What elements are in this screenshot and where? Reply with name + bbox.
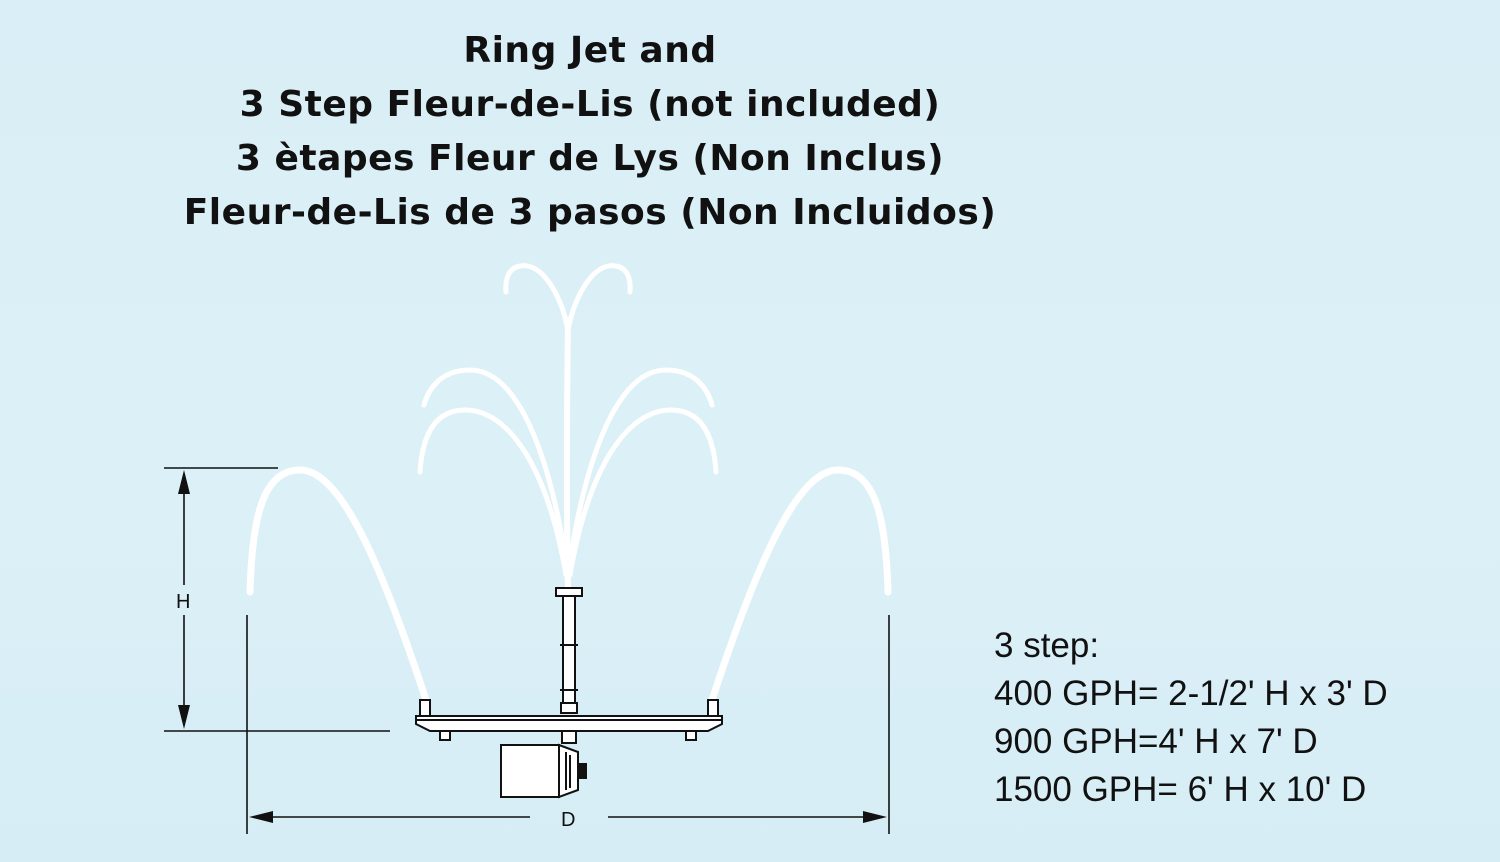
nozzle-head bbox=[555, 587, 583, 597]
diameter-label: D bbox=[561, 809, 575, 831]
diameter-dimension bbox=[246, 615, 890, 834]
spray-mid-upper-right bbox=[567, 367, 715, 563]
spec-row-1500: 1500 GPH= 6' H x 10' D bbox=[994, 770, 1367, 809]
spray-center-column bbox=[563, 317, 571, 591]
spray-outer-left bbox=[246, 466, 430, 704]
title-line-1: Ring Jet and bbox=[463, 30, 717, 71]
spec-row-400: 400 GPH= 2-1/2' H x 3' D bbox=[994, 674, 1388, 713]
spray-top-right bbox=[565, 263, 633, 333]
spray-mid-lower-left bbox=[417, 407, 569, 578]
height-dimension bbox=[164, 467, 390, 732]
pump-body bbox=[500, 744, 560, 798]
spray-top-left bbox=[503, 263, 571, 333]
spray-mid-upper-left bbox=[421, 367, 569, 563]
title-line-3: 3 ètapes Fleur de Lys (Non Inclus) bbox=[235, 138, 945, 179]
specs-heading: 3 step: bbox=[994, 626, 1100, 665]
ring-bar bbox=[415, 715, 723, 732]
title-line-4: Fleur-de-Lis de 3 pasos (Non Incluidos) bbox=[183, 192, 997, 233]
spray-outer-right bbox=[708, 466, 892, 704]
spec-row-900: 900 GPH=4' H x 7' D bbox=[994, 722, 1318, 761]
spray-mid-lower-right bbox=[567, 407, 719, 578]
title-line-2: 3 Step Fleur-de-Lis (not included) bbox=[239, 84, 941, 125]
water-spray bbox=[246, 263, 892, 704]
flow-specs: 3 step: 400 GPH= 2-1/2' H x 3' D 900 GPH… bbox=[994, 622, 1388, 814]
fountain-hardware bbox=[415, 587, 723, 799]
height-label: H bbox=[176, 591, 190, 613]
diagram-title: Ring Jet and 3 Step Fleur-de-Lis (not in… bbox=[90, 24, 1090, 240]
